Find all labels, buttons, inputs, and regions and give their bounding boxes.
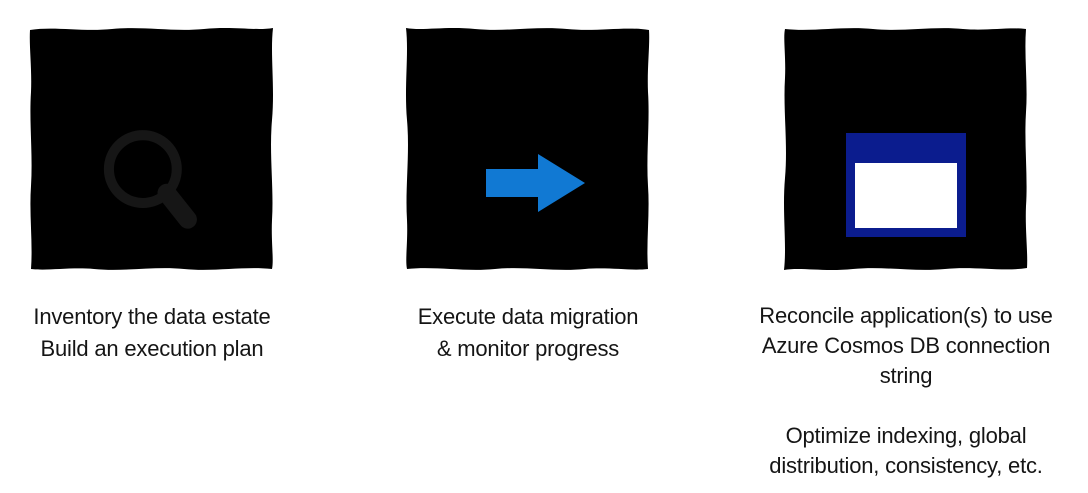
caption-line: Optimize indexing, global xyxy=(785,423,1027,448)
arrow-right-icon xyxy=(485,153,586,213)
migration-caption: Execute data migration & monitor progres… xyxy=(378,301,678,365)
stage-card-migration: Migration xyxy=(398,20,657,278)
magnifier-icon xyxy=(97,123,207,239)
caption-line: Azure Cosmos DB connection xyxy=(761,333,1051,358)
caption-line: distribution, consistency, etc. xyxy=(769,453,1043,478)
stage-title-migration: Migration xyxy=(460,66,596,102)
pre-migration-caption: Inventory the data estate Build an execu… xyxy=(2,301,302,365)
caption-line: Inventory the data estate xyxy=(33,304,271,329)
stage-card-post-migration: Post-migration xyxy=(776,20,1035,278)
caption-line: & monitor progress xyxy=(436,336,620,361)
caption-paragraph-optimize: Optimize indexing, global distribution, … xyxy=(736,421,1076,481)
caption-line: string xyxy=(879,363,933,388)
caption-line: Execute data migration xyxy=(417,304,639,329)
stage-card-pre-migration: Pre-migration xyxy=(22,20,281,278)
stage-title-post-migration: Post-migration xyxy=(799,66,1013,102)
sketch-border xyxy=(406,28,650,270)
caption-line: Reconcile application(s) to use xyxy=(759,303,1053,328)
post-migration-caption: Reconcile application(s) to use Azure Co… xyxy=(736,301,1076,481)
app-window-icon xyxy=(845,133,966,237)
stage-title-pre-migration: Pre-migration xyxy=(53,66,250,102)
caption-paragraph-reconcile: Reconcile application(s) to use Azure Co… xyxy=(736,301,1076,391)
caption-line: Build an execution plan xyxy=(40,336,264,361)
